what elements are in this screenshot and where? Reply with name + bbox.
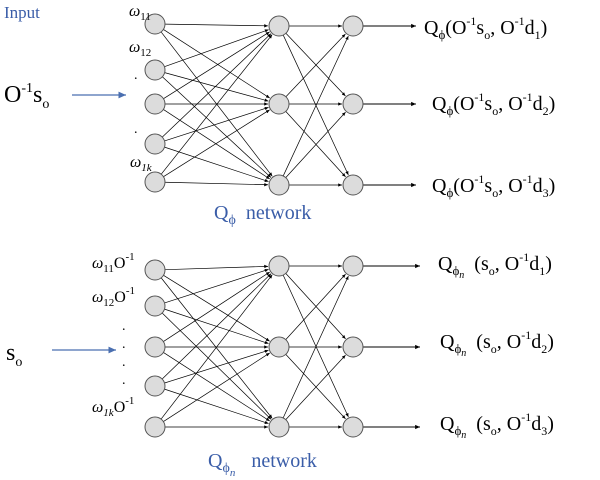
top-connection-edge: [282, 34, 349, 176]
bottom-connection-edge: [163, 271, 270, 342]
top-connection-edge: [164, 23, 269, 28]
top-output-3: Qϕ(O-1so, O-1d3): [432, 172, 555, 200]
bottom-ellipsis-dot: .: [122, 337, 126, 352]
top-ellipsis-dot: .: [134, 68, 138, 83]
top-weight-11: ω11: [129, 3, 151, 23]
top-connection-edge: [164, 29, 269, 67]
bottom-layer1-node: [144, 336, 166, 358]
nodes-layer: [144, 13, 364, 438]
top-layer3-node: [342, 15, 364, 37]
top-layer1-node: [144, 171, 166, 193]
bottom-weight-12: ω12O-1: [92, 285, 135, 309]
top-weight-1k: ω1k: [130, 154, 153, 174]
bottom-connection-edge: [163, 274, 270, 342]
bottom-layer2-node: [268, 336, 290, 358]
bottom-layer3-node: [342, 336, 364, 358]
bottom-layer2-node: [268, 416, 290, 438]
top-connection-edge: [163, 109, 270, 177]
bottom-layer1-node: [144, 259, 166, 281]
bottom-output-1: Qϕn(so, O-1d1): [438, 250, 552, 281]
bottom-connection-edge: [164, 268, 269, 304]
bottom-weight-1k: ω1kO-1: [92, 395, 134, 419]
top-connection-edge: [285, 111, 346, 178]
bottom-connection-edge: [285, 273, 346, 340]
top-connection-edge: [163, 29, 270, 99]
top-connection-edge: [282, 35, 349, 177]
bottom-network-label: Qϕnnetwork: [208, 450, 317, 479]
bottom-connection-edge: [160, 274, 273, 420]
bottom-layer1-node: [144, 416, 166, 438]
bottom-connection-edge: [285, 273, 346, 340]
top-ellipsis-dot: .: [134, 122, 138, 137]
top-connection-edge: [163, 31, 270, 99]
top-layer1-node: [144, 93, 166, 115]
bottom-connection-edge: [285, 354, 346, 420]
bottom-ellipsis-dot: .: [122, 373, 126, 388]
bottom-weight-11: ω11O-1: [92, 251, 135, 275]
edges-layer: [160, 23, 420, 430]
top-connection-edge: [285, 111, 346, 178]
bottom-connection-edge: [164, 264, 269, 271]
bottom-connection-edge: [164, 349, 269, 384]
bottom-ellipsis-dot: .: [122, 319, 126, 334]
top-connection-edge: [285, 33, 346, 97]
bottom-output-2: Qϕn(so, O-1d2): [440, 328, 554, 359]
bottom-layer2-node: [268, 255, 290, 277]
bottom-connection-edge: [282, 274, 349, 418]
top-layer1-node: [144, 133, 166, 155]
top-input-state: O-1so: [4, 81, 49, 112]
bottom-connection-edge: [160, 277, 273, 419]
top-connection-edge: [164, 106, 269, 142]
top-connection-edge: [164, 72, 269, 102]
top-layer2-node: [268, 174, 290, 196]
top-connection-edge: [162, 33, 272, 138]
top-connection-edge: [164, 181, 269, 187]
bottom-input-state: so: [6, 340, 22, 370]
top-layer3-node: [342, 93, 364, 115]
bottom-connection-edge: [285, 354, 346, 420]
top-layer2-node: [268, 15, 290, 37]
top-layer1-node: [144, 13, 166, 35]
bottom-connection-edge: [164, 388, 269, 424]
top-output-1: Qϕ(O-1so, O-1d1): [424, 14, 547, 42]
bottom-output-3: Qϕn(so, O-1d3): [440, 410, 554, 441]
bottom-layer3-node: [342, 255, 364, 277]
top-layer3-node: [342, 174, 364, 196]
bottom-layer1-node: [144, 375, 166, 397]
bottom-ellipsis-dot: .: [122, 355, 126, 370]
top-connection-edge: [164, 146, 269, 182]
bottom-connection-edge: [161, 312, 272, 420]
bottom-connection-edge: [163, 352, 270, 422]
top-weight-12: ω12: [129, 39, 151, 59]
top-output-2: Qϕ(O-1so, O-1d2): [432, 90, 555, 118]
top-connection-edge: [162, 76, 272, 178]
top-connection-edge: [160, 34, 273, 175]
bottom-connection-edge: [163, 352, 270, 422]
bottom-connection-edge: [282, 275, 349, 419]
bottom-layer3-node: [342, 416, 364, 438]
top-connection-edge: [163, 109, 270, 180]
bottom-connection-edge: [161, 273, 272, 380]
input-label: Input: [4, 3, 40, 22]
top-layer2-node: [268, 93, 290, 115]
top-connection-edge: [285, 33, 346, 97]
bottom-layer1-node: [144, 295, 166, 317]
top-layer1-node: [144, 59, 166, 81]
